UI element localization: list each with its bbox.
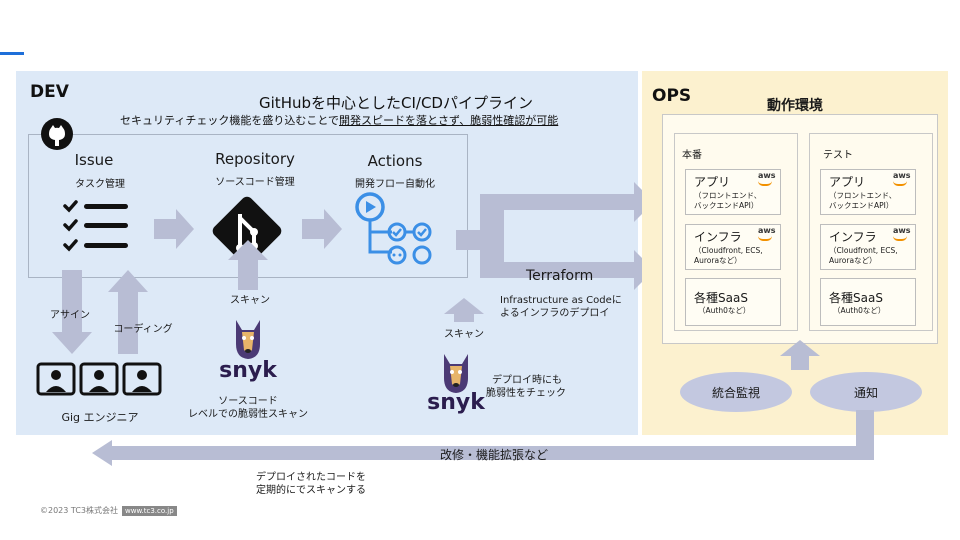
service-app-test: アプリ （フロントエンド、 バックエンドAPI） aws xyxy=(820,169,916,215)
monitor-arrow xyxy=(780,340,820,370)
service-name: 各種SaaS xyxy=(694,291,748,305)
service-sub1: （フロントエンド、 xyxy=(829,191,897,200)
stage-issue-sub: タスク管理 xyxy=(75,179,125,190)
feedback-label: 改修・機能拡張など xyxy=(440,448,549,462)
stage-actions-title: Actions xyxy=(367,152,423,170)
scan1-arrow xyxy=(228,240,268,290)
notification-label: 通知 xyxy=(853,385,878,400)
engineers-label: Gig エンジニア xyxy=(61,411,139,424)
aws-logo: aws xyxy=(758,171,776,180)
aws-smile-icon xyxy=(758,236,772,241)
checklist-icon xyxy=(63,200,128,252)
snyk2-logo: snyk xyxy=(427,390,485,415)
stage-repository-title: Repository xyxy=(215,150,295,168)
aws-logo: aws xyxy=(893,171,911,180)
service-saas-production: 各種SaaS （Auth0など） xyxy=(685,278,781,326)
service-infra-production: インフラ （Cloudfront, ECS, Auroraなど） aws xyxy=(685,224,781,270)
service-sub1: （Auth0など） xyxy=(833,306,886,315)
scheduled-scan-line2: 定期的にでスキャンする xyxy=(256,485,366,496)
github-icon xyxy=(41,118,73,150)
stage-repository-sub: ソースコード管理 xyxy=(215,177,295,188)
deploy-arrow xyxy=(456,182,654,290)
service-sub1: （フロントエンド、 xyxy=(694,191,762,200)
stage-actions-sub: 開発フロー自動化 xyxy=(355,179,435,190)
service-infra-test: インフラ （Cloudfront, ECS, Auroraなど） aws xyxy=(820,224,916,270)
service-name: アプリ xyxy=(829,175,866,189)
service-name: アプリ xyxy=(694,175,731,189)
notification-ellipse: 通知 xyxy=(810,372,922,412)
env-test-label: テスト xyxy=(823,150,853,161)
copyright: ©2023 TC3株式会社 xyxy=(40,506,118,515)
arrow-issue-to-repo xyxy=(154,209,194,249)
snyk2-desc-line1: デプロイ時にも xyxy=(492,375,562,386)
stage-issue-title: Issue xyxy=(74,151,114,169)
terraform-line1: Infrastructure as Codeに xyxy=(500,295,622,306)
footer: ©2023 TC3株式会社 www.tc3.co.jp xyxy=(40,505,177,516)
accent-line xyxy=(0,52,24,55)
subtitle-underlined: 開発スピードを落とさず、脆弱性確認が可能 xyxy=(339,114,559,127)
coding-label: コーディング xyxy=(113,324,173,335)
snyk-dog-icon xyxy=(236,320,260,359)
dev-subtitle: セキュリティチェック機能を盛り込むことで開発スピードを落とさず、脆弱性確認が可能 xyxy=(120,112,558,128)
service-sub2: バックエンドAPI） xyxy=(829,201,894,210)
aws-smile-icon xyxy=(893,181,907,186)
service-sub2: バックエンドAPI） xyxy=(694,201,759,210)
scan1-label: スキャン xyxy=(230,295,270,306)
snyk-dog-icon xyxy=(444,354,468,393)
engineers-icon xyxy=(36,362,162,396)
service-sub1: （Cloudfront, ECS, xyxy=(829,246,898,255)
scheduled-scan-line1: デプロイされたコードを xyxy=(256,472,366,483)
aws-logo: aws xyxy=(758,226,776,235)
dev-title: GitHubを中心としたCI/CDパイプライン xyxy=(259,94,533,112)
service-name: インフラ xyxy=(829,230,877,244)
assign-label: アサイン xyxy=(50,310,90,321)
ops-title: 動作環境 xyxy=(767,98,823,114)
arrow-repo-to-actions xyxy=(302,209,342,249)
service-sub1: （Auth0など） xyxy=(698,306,751,315)
service-name: 各種SaaS xyxy=(829,291,883,305)
coding-arrow xyxy=(108,270,148,354)
aws-smile-icon xyxy=(758,181,772,186)
dev-label: DEV xyxy=(30,82,69,102)
ops-label: OPS xyxy=(652,86,692,106)
terraform-line2: よるインフラのデプロイ xyxy=(500,308,610,319)
aws-logo: aws xyxy=(893,226,911,235)
assign-arrow xyxy=(52,270,92,354)
actions-icon xyxy=(355,192,432,265)
scan2-arrow xyxy=(444,298,484,322)
service-name: インフラ xyxy=(694,230,742,244)
monitoring-ellipse: 統合監視 xyxy=(680,372,792,412)
footer-url[interactable]: www.tc3.co.jp xyxy=(122,506,177,516)
feedback-arrow xyxy=(92,410,874,466)
aws-smile-icon xyxy=(893,236,907,241)
monitoring-label: 統合監視 xyxy=(711,385,760,400)
terraform-title: Terraform xyxy=(526,268,594,284)
service-app-production: アプリ （フロントエンド、 バックエンドAPI） aws xyxy=(685,169,781,215)
subtitle-plain: セキュリティチェック機能を盛り込むことで xyxy=(120,114,340,127)
snyk1-desc-line2: レベルでの脆弱性スキャン xyxy=(188,409,308,420)
env-production-label: 本番 xyxy=(682,150,702,161)
service-sub2: Auroraなど） xyxy=(694,256,742,265)
snyk1-desc-line1: ソースコード xyxy=(218,396,278,407)
service-sub2: Auroraなど） xyxy=(829,256,877,265)
service-sub1: （Cloudfront, ECS, xyxy=(694,246,763,255)
service-saas-test: 各種SaaS （Auth0など） xyxy=(820,278,916,326)
scan2-label: スキャン xyxy=(444,329,484,340)
snyk2-desc-line2: 脆弱性をチェック xyxy=(486,388,566,399)
snyk1-logo: snyk xyxy=(219,358,277,383)
